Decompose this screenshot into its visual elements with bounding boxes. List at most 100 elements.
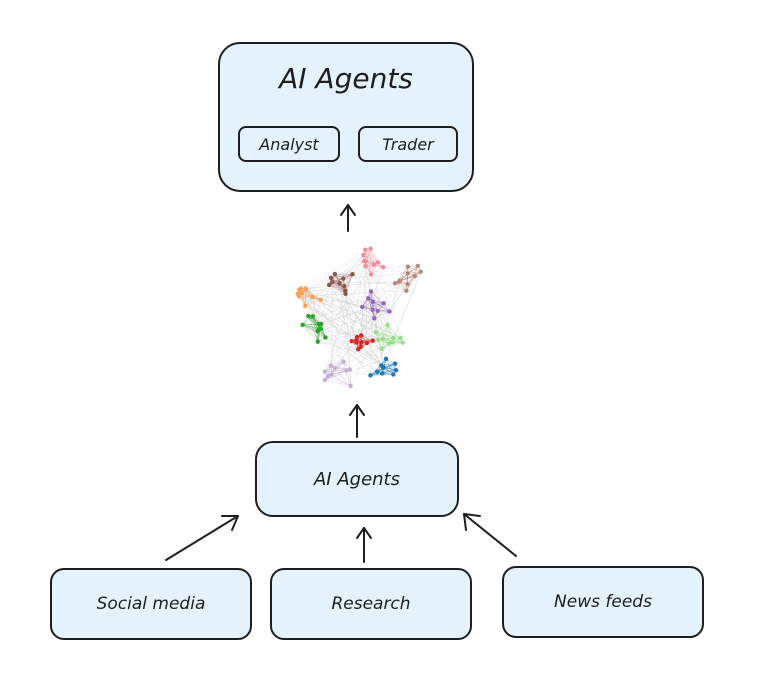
network-node [415, 263, 421, 269]
arrow-mid-to-network-icon [349, 404, 365, 438]
network-node [325, 373, 331, 379]
network-node [364, 340, 370, 346]
network-node [323, 335, 328, 340]
network-node [380, 265, 386, 270]
network-node [375, 337, 381, 342]
network-node [381, 301, 386, 306]
network-node [363, 263, 368, 269]
network-node [332, 271, 338, 277]
news-feeds-box: News feeds [502, 566, 704, 638]
network-node [418, 269, 423, 274]
network-node [343, 288, 348, 293]
analyst-box: Analyst [238, 126, 340, 162]
network-node [316, 327, 322, 332]
network-node [368, 246, 373, 251]
network-edges [297, 248, 421, 387]
network-node [375, 260, 381, 265]
arrow-social-to-mid-icon [165, 515, 239, 561]
network-node [296, 294, 302, 299]
network-node [322, 369, 327, 374]
trader-box: Trader [358, 126, 458, 162]
network-node [310, 294, 315, 300]
network-node [400, 340, 405, 345]
network-node [373, 330, 378, 335]
network-node [404, 288, 409, 294]
network-node [363, 259, 369, 264]
network-node [380, 336, 385, 342]
network-node [405, 271, 410, 276]
network-node [385, 322, 390, 328]
network-node [349, 338, 354, 344]
network-node [329, 372, 334, 377]
network-node [368, 289, 374, 294]
network-node [386, 341, 392, 346]
network-node [328, 363, 334, 368]
network-node [381, 365, 386, 370]
network-node [379, 346, 385, 352]
network-node [391, 335, 396, 341]
network-node [412, 273, 418, 279]
network-node [332, 365, 338, 371]
network-node [370, 338, 376, 343]
network-node [297, 287, 302, 292]
network-node [303, 286, 308, 291]
network-node [337, 281, 342, 286]
network-node [300, 322, 305, 328]
network-node [359, 340, 364, 345]
network-graph-icon [295, 246, 423, 389]
middle-agents-box: AI Agents [255, 441, 459, 517]
network-node [347, 367, 353, 372]
network-node [405, 264, 411, 269]
network-node [350, 271, 355, 277]
network-node [392, 281, 398, 286]
network-node [359, 304, 365, 310]
network-node [299, 290, 305, 296]
network-node [326, 282, 332, 288]
network-node [371, 262, 377, 267]
network-node [358, 344, 364, 349]
network-node [375, 308, 380, 314]
network-node [391, 372, 396, 377]
network-node [366, 296, 371, 301]
network-node [405, 281, 410, 287]
network-node [344, 368, 349, 373]
network-node [306, 313, 311, 319]
network-node [361, 252, 366, 258]
network-node [315, 339, 320, 344]
network-node [348, 383, 353, 389]
network-node [393, 368, 399, 373]
network-node [387, 309, 392, 314]
network-node [354, 334, 360, 340]
top-agents-box: AI Agents Analyst Trader [218, 42, 474, 192]
network-node [368, 272, 374, 277]
network-node [398, 335, 403, 341]
network-node [328, 275, 334, 281]
network-node [354, 340, 359, 345]
network-node [302, 303, 308, 309]
network-node [359, 333, 364, 338]
arrow-network-to-top-icon [340, 204, 356, 232]
arrow-news-to-mid-icon [463, 513, 517, 557]
network-node [322, 377, 328, 383]
network-node [318, 297, 323, 303]
network-node [330, 279, 335, 285]
network-node [368, 373, 373, 378]
network-node [342, 283, 347, 289]
network-node [341, 276, 346, 281]
network-node [343, 291, 348, 297]
network-node [370, 299, 376, 305]
research-box: Research [270, 568, 472, 640]
network-node [390, 340, 395, 345]
network-node [341, 359, 346, 364]
network-node [370, 307, 375, 313]
network-node [363, 247, 368, 252]
network-node [375, 369, 380, 375]
network-node [392, 361, 398, 366]
network-node [310, 314, 315, 319]
network-node [380, 371, 385, 376]
top-agents-title: AI Agents [279, 62, 413, 95]
network-node [316, 321, 321, 327]
network-node [397, 278, 402, 283]
arrow-research-to-mid-icon [356, 527, 372, 563]
